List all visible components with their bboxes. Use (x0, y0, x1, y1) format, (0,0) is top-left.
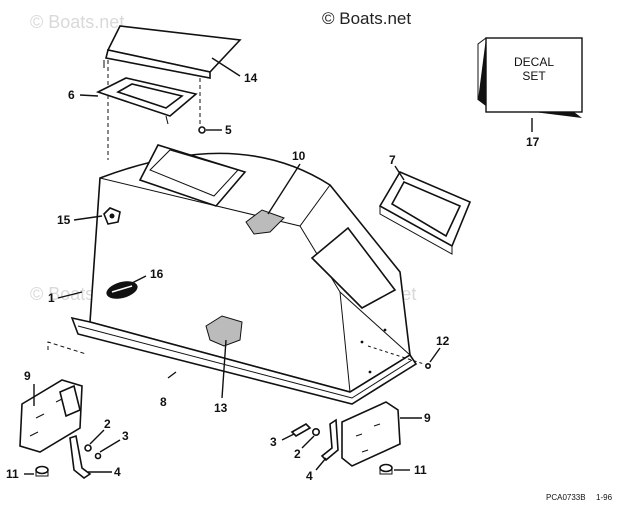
leader-1 (57, 291, 83, 299)
callout-11-right: 11 (414, 463, 427, 477)
part-bracket-right (341, 401, 401, 467)
part-screw-12 (424, 362, 431, 369)
part-grommet-left (35, 465, 49, 477)
part-washer-left (84, 444, 92, 452)
callout-2-right: 2 (294, 447, 301, 461)
callout-12: 12 (436, 334, 450, 348)
footer-date: 1-96 (596, 493, 613, 502)
footer-code: PCA0733B (546, 493, 586, 502)
part-main-cowl (89, 144, 411, 393)
part-small-bracket-right (320, 418, 339, 462)
part-washer-right (311, 427, 320, 436)
part-window-frame (378, 170, 472, 255)
decal-label-line1: DECAL (514, 55, 554, 69)
part-seal-ring (70, 316, 418, 405)
callout-9-right: 9 (424, 411, 431, 425)
callout-15: 15 (57, 213, 71, 227)
part-screw-left (94, 452, 102, 460)
leader-8 (167, 371, 177, 379)
guide-bracket-left (47, 341, 87, 355)
part-decal-patch-10 (245, 209, 285, 235)
guide-screw-12 (367, 345, 425, 365)
decal-set-box: DECAL SET (477, 37, 583, 118)
callout-4-left: 4 (114, 465, 121, 479)
part-decal-patch-13 (205, 315, 243, 347)
callout-3-left: 3 (122, 429, 129, 443)
callout-13: 13 (214, 401, 228, 415)
callout-16: 16 (150, 267, 164, 281)
part-grommet-right (379, 463, 393, 475)
leader-13 (221, 339, 227, 399)
leader-6 (79, 94, 99, 97)
callout-1: 1 (48, 291, 55, 305)
leader-3-right (281, 433, 295, 441)
part-screw-5 (198, 126, 206, 134)
leader-4-right (315, 457, 327, 471)
callout-10: 10 (292, 149, 306, 163)
part-knob-15 (103, 207, 121, 225)
callout-17: 17 (526, 135, 540, 149)
callout-4-right: 4 (306, 469, 313, 483)
callout-11-left: 11 (6, 467, 19, 481)
leader-12 (429, 347, 441, 363)
leader-16 (129, 275, 147, 285)
part-top-cover (103, 25, 242, 79)
leader-3-left (99, 439, 121, 453)
leader-14 (211, 57, 241, 77)
part-screw-right (290, 423, 312, 437)
part-bracket-left (19, 379, 83, 453)
callout-2-left: 2 (104, 417, 111, 431)
callout-7: 7 (389, 153, 396, 167)
leader-10 (267, 163, 301, 215)
part-gasket-frame (95, 77, 198, 125)
callout-5: 5 (225, 123, 232, 137)
callout-14: 14 (244, 71, 258, 85)
leader-2-right (301, 435, 315, 449)
callout-3-right: 3 (270, 435, 277, 449)
watermark-main: © Boats.net (322, 9, 411, 28)
callout-6: 6 (68, 88, 75, 102)
leader-7 (394, 165, 405, 181)
callout-8: 8 (160, 395, 167, 409)
leader-2-left (89, 429, 105, 445)
watermark-top-left: © Boats.net (30, 12, 124, 32)
callout-9-left: 9 (24, 369, 31, 383)
decal-label-line2: SET (522, 69, 546, 83)
part-emblem-16 (106, 281, 138, 299)
part-small-bracket-left (69, 434, 92, 479)
leader-15 (73, 215, 103, 221)
